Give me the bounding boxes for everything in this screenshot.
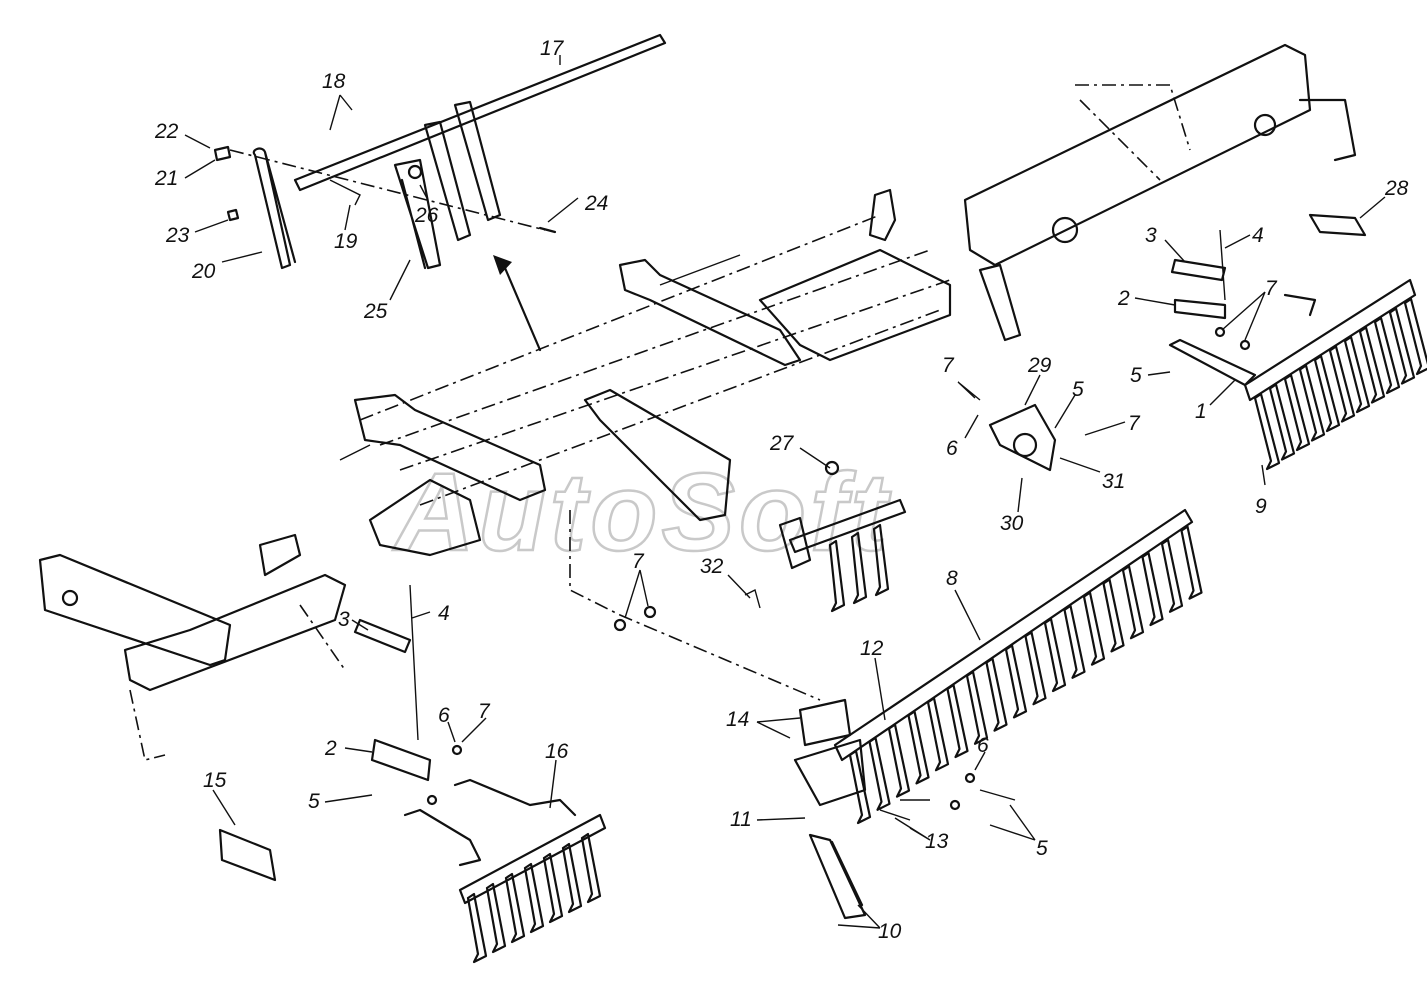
callout-26: 26 xyxy=(414,204,439,227)
callout-28: 28 xyxy=(1384,177,1409,200)
callout-10: 10 xyxy=(878,920,902,943)
rake-tine xyxy=(1283,373,1311,452)
rake-long xyxy=(833,508,1203,825)
rake-tine xyxy=(1121,565,1145,640)
callout-20: 20 xyxy=(191,260,216,283)
small-parts xyxy=(218,213,1367,920)
main-frame xyxy=(339,188,952,701)
rake-tine xyxy=(946,683,969,759)
callout-6-bracket: 6 xyxy=(946,437,958,460)
leader-lines xyxy=(184,55,1386,929)
rake-tine xyxy=(872,523,890,597)
callout-17: 17 xyxy=(540,37,565,60)
rake-tine xyxy=(848,749,872,825)
rake-tine xyxy=(485,882,507,954)
bracket-29 xyxy=(988,403,1057,472)
rake-tine xyxy=(1253,392,1281,471)
callout-1: 1 xyxy=(1195,400,1207,423)
rake-tine xyxy=(1403,297,1427,376)
rake-tine xyxy=(580,832,602,904)
callout-6-long: 6 xyxy=(977,734,989,757)
rake-tine xyxy=(1024,631,1047,706)
callout-13: 13 xyxy=(925,830,949,853)
rake-left xyxy=(403,778,607,964)
direction-arrow-head xyxy=(493,255,512,275)
callout-12: 12 xyxy=(860,637,884,660)
callout-27: 27 xyxy=(769,432,795,455)
callout-4-right: 4 xyxy=(1252,224,1264,247)
right-frame xyxy=(963,43,1357,342)
rake-tine xyxy=(1328,345,1356,423)
callout-labels: 17 18 22 21 23 20 19 26 24 25 28 3 4 2 7… xyxy=(154,37,1409,943)
callout-5-right: 5 xyxy=(1130,364,1142,387)
rake-tine xyxy=(1043,617,1067,693)
rake-tine xyxy=(828,539,846,613)
rake-tine xyxy=(1063,604,1086,679)
rake-tine xyxy=(868,736,891,811)
rake-tine xyxy=(1004,644,1028,719)
rake-tine xyxy=(850,531,868,605)
rake-right xyxy=(1168,278,1427,471)
callout-29: 29 xyxy=(1027,354,1052,377)
callout-7-mid: 7 xyxy=(632,550,645,573)
callout-24: 24 xyxy=(584,192,608,215)
callout-19: 19 xyxy=(334,230,358,253)
rake-tine xyxy=(1180,525,1203,600)
rake-tine xyxy=(1268,383,1296,461)
callout-31: 31 xyxy=(1102,470,1125,493)
callout-21: 21 xyxy=(154,167,178,190)
callout-16: 16 xyxy=(545,740,569,763)
rake-tine xyxy=(1082,591,1106,666)
callout-5-long: 5 xyxy=(1036,837,1048,860)
rake-tine xyxy=(504,872,526,944)
rake-tine xyxy=(542,852,564,924)
callout-7-right: 7 xyxy=(1265,277,1278,300)
callout-15: 15 xyxy=(203,769,227,792)
rake-tine xyxy=(466,892,488,964)
callout-8: 8 xyxy=(946,567,958,590)
callout-18: 18 xyxy=(322,70,346,93)
callout-4-left: 4 xyxy=(438,602,450,625)
callout-6-left: 6 xyxy=(438,704,450,727)
rake-tine xyxy=(887,723,911,798)
rake-tine xyxy=(561,842,583,914)
rake-tine xyxy=(1313,354,1341,433)
left-frame xyxy=(38,533,347,761)
callout-7-bracket-right: 7 xyxy=(1128,412,1141,435)
rake-tine xyxy=(1373,316,1401,395)
rake-tine xyxy=(1160,538,1184,613)
callout-14: 14 xyxy=(726,708,749,731)
rake-tine xyxy=(1343,335,1371,414)
rake-tine xyxy=(965,670,989,745)
rake-tine xyxy=(1388,307,1416,385)
callout-2-right: 2 xyxy=(1117,287,1130,310)
callout-3-right: 3 xyxy=(1145,224,1157,247)
callout-30: 30 xyxy=(1000,512,1024,535)
rake-tine xyxy=(926,697,950,772)
rake-tine xyxy=(1298,364,1326,442)
callout-22: 22 xyxy=(154,120,179,143)
rake-tine xyxy=(523,862,545,934)
direction-arrow-shaft xyxy=(503,266,542,352)
mid-clamp xyxy=(744,460,907,613)
rake-tine xyxy=(985,657,1008,732)
callout-3-left: 3 xyxy=(338,608,350,631)
callout-25: 25 xyxy=(363,300,388,323)
callout-32: 32 xyxy=(700,555,724,578)
callout-23: 23 xyxy=(165,224,190,247)
callout-7-left: 7 xyxy=(478,700,491,723)
rake-tine xyxy=(1141,551,1164,627)
callout-5-left: 5 xyxy=(308,790,320,813)
rake-tine xyxy=(907,710,930,785)
callout-7-bracket: 7 xyxy=(942,354,955,377)
callout-9: 9 xyxy=(1255,495,1267,518)
rod-assembly xyxy=(213,33,667,270)
rake-tine xyxy=(1358,326,1386,404)
callout-2-left: 2 xyxy=(324,737,337,760)
callout-11: 11 xyxy=(730,808,752,831)
callout-5-bracket: 5 xyxy=(1072,378,1084,401)
rake-tine xyxy=(1102,578,1125,653)
